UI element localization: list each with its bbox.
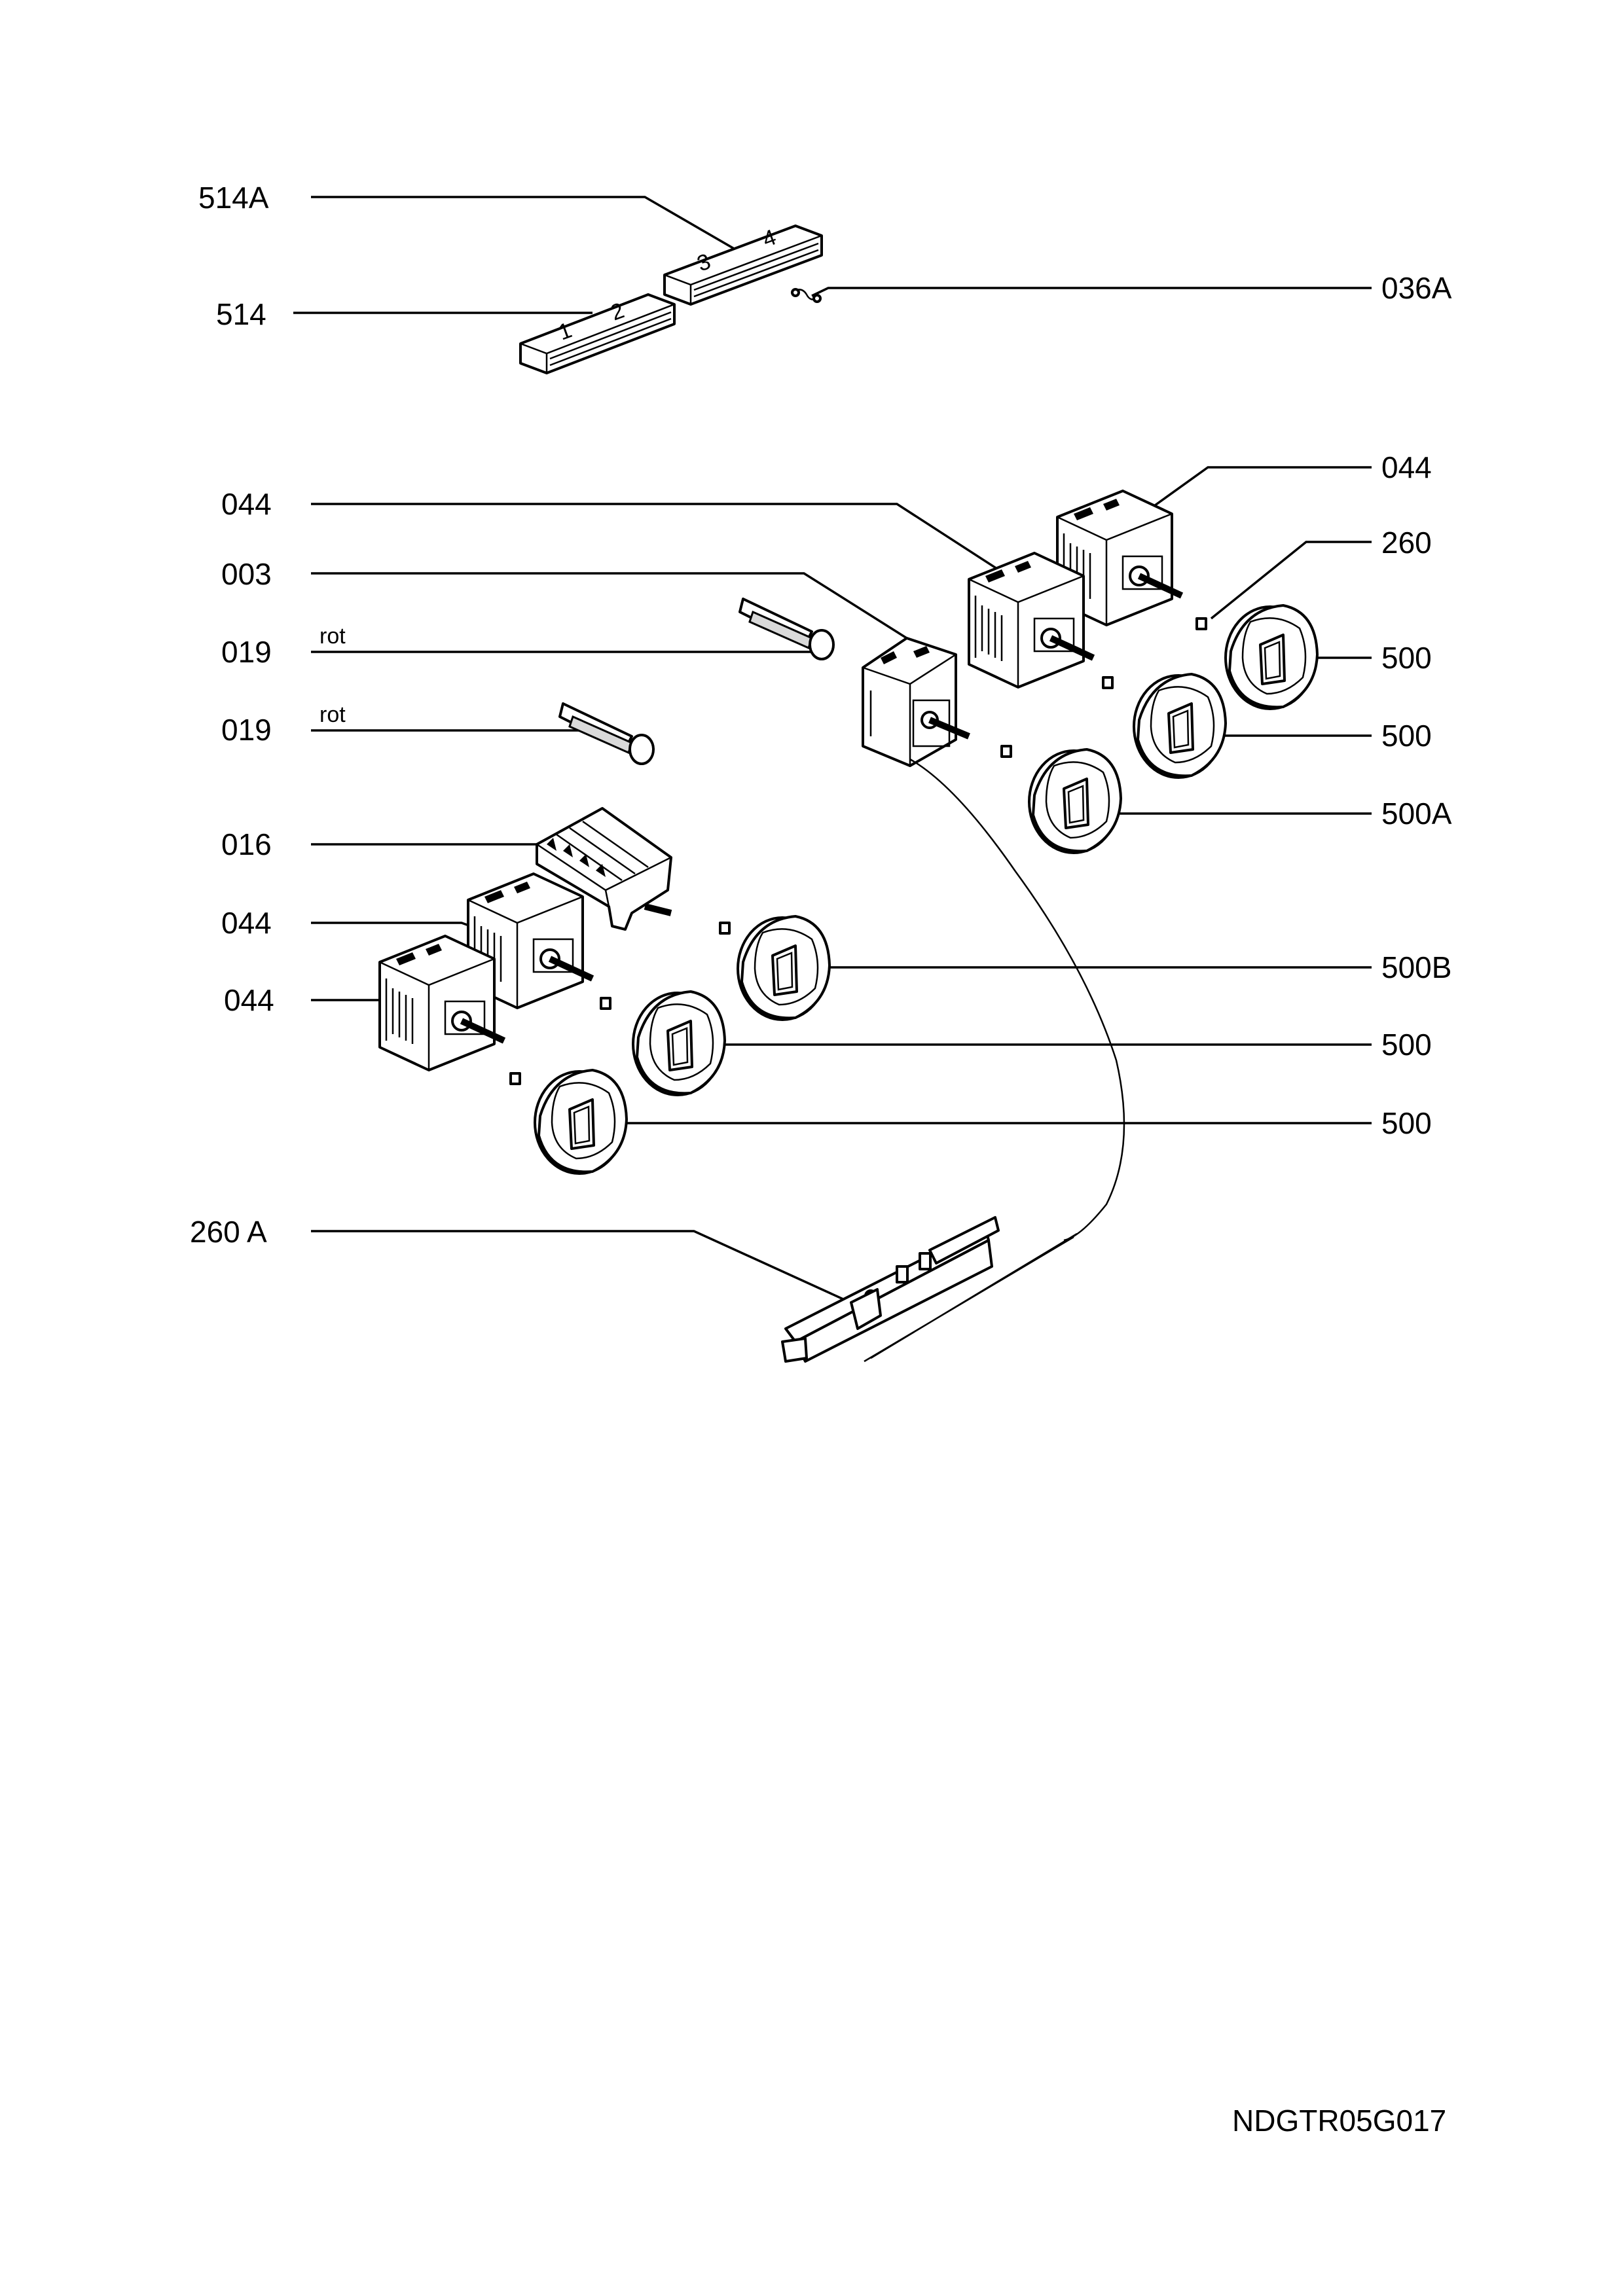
knob-500-left-low xyxy=(534,1069,628,1175)
label-044-left-top: 044 xyxy=(221,487,272,521)
sensor-bracket-260A xyxy=(781,1216,1078,1363)
label-019-b: 019 xyxy=(221,713,272,747)
label-044-top-right: 044 xyxy=(1381,450,1432,484)
knob-500-left-mid xyxy=(632,990,726,1096)
label-514A: 514A xyxy=(198,181,269,215)
label-500A: 500A xyxy=(1381,797,1452,831)
bridge-clip-036A xyxy=(791,288,822,303)
switch-044-left-front xyxy=(380,936,504,1070)
knob-500B xyxy=(737,915,831,1021)
capillary-tube xyxy=(909,758,1125,1242)
indicator-lamp-019-a xyxy=(739,598,835,660)
knob-500A xyxy=(1028,748,1122,854)
terminal-block-514: 1 2 xyxy=(519,293,676,374)
part-labels: 514A 514 036A 044 260 044 003 019 rot 01… xyxy=(190,181,1452,2138)
label-rot-b: rot xyxy=(319,702,346,727)
label-500-3: 500 xyxy=(1381,1028,1432,1062)
knob-500-right-top xyxy=(1224,604,1319,710)
label-003: 003 xyxy=(221,557,272,591)
label-260A: 260 A xyxy=(190,1215,267,1249)
label-500B: 500B xyxy=(1381,950,1451,984)
knob-500-right-mid xyxy=(1133,673,1227,779)
leader-044-left-top xyxy=(311,503,1009,577)
label-019-a: 019 xyxy=(221,635,272,669)
leader-260A xyxy=(311,1230,858,1307)
switch-044-right-front xyxy=(969,553,1093,687)
drawing-code: NDGTR05G017 xyxy=(1232,2104,1446,2138)
label-260: 260 xyxy=(1381,526,1432,560)
terminal-block-514A: 3 4 xyxy=(663,224,823,306)
leader-036A xyxy=(811,287,1372,297)
spring-clips xyxy=(509,617,1207,1085)
leader-044-top-right xyxy=(1151,466,1372,509)
indicator-lamp-019-b xyxy=(558,702,655,765)
leader-514A xyxy=(311,196,740,253)
label-514: 514 xyxy=(216,297,266,331)
label-rot-a: rot xyxy=(319,624,346,649)
leader-260 xyxy=(1210,541,1372,620)
label-016: 016 xyxy=(221,827,272,861)
label-500-4: 500 xyxy=(1381,1106,1432,1140)
label-500-2: 500 xyxy=(1381,719,1432,753)
label-500-1: 500 xyxy=(1381,641,1432,675)
thermostat-003 xyxy=(862,637,970,767)
label-044-left-mid: 044 xyxy=(221,906,272,940)
label-044-left-low: 044 xyxy=(224,983,274,1017)
leader-003 xyxy=(311,572,907,639)
selector-switch-016 xyxy=(536,807,672,931)
label-036A: 036A xyxy=(1381,271,1452,305)
